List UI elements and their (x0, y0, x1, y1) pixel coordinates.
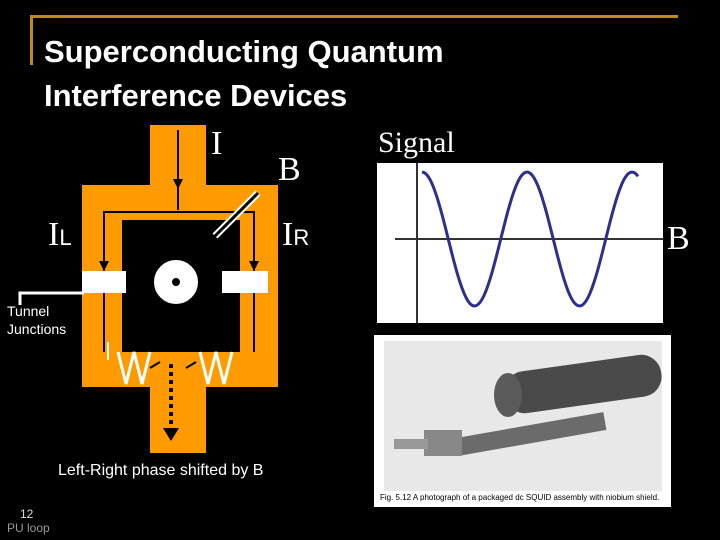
footer-text: PU loop (7, 521, 50, 535)
signal-plot (377, 163, 663, 323)
tunnel-label-line2: Junctions (7, 320, 66, 338)
tunnel-junction-right (222, 271, 268, 293)
signal-axis-label: Signal (378, 126, 455, 160)
field-dot (172, 278, 180, 286)
label-ir-sub: R (293, 225, 309, 250)
label-il-main: I (48, 216, 59, 253)
shield-end (494, 373, 522, 417)
probe-pin (394, 439, 428, 449)
tunnel-junction-left (82, 271, 126, 293)
label-il-sub: L (59, 225, 71, 250)
label-ir: IR (282, 216, 309, 254)
label-b-field: B (278, 151, 301, 189)
b-axis-label: B (667, 220, 690, 258)
bottom-lead (150, 385, 206, 453)
slide-number: 12 (20, 507, 33, 521)
tunnel-label-line1: Tunnel (7, 302, 66, 320)
phase-caption: Left-Right phase shifted by B (58, 462, 263, 480)
label-current-i: I (211, 125, 222, 163)
photo-caption: Fig. 5.12 A photograph of a packaged dc … (380, 493, 659, 502)
squid-photo: Fig. 5.12 A photograph of a packaged dc … (374, 335, 671, 507)
label-ir-main: I (282, 216, 293, 253)
tunnel-junctions-label: Tunnel Junctions (7, 302, 66, 338)
label-il: IL (48, 216, 72, 254)
probe-connector (424, 430, 462, 456)
